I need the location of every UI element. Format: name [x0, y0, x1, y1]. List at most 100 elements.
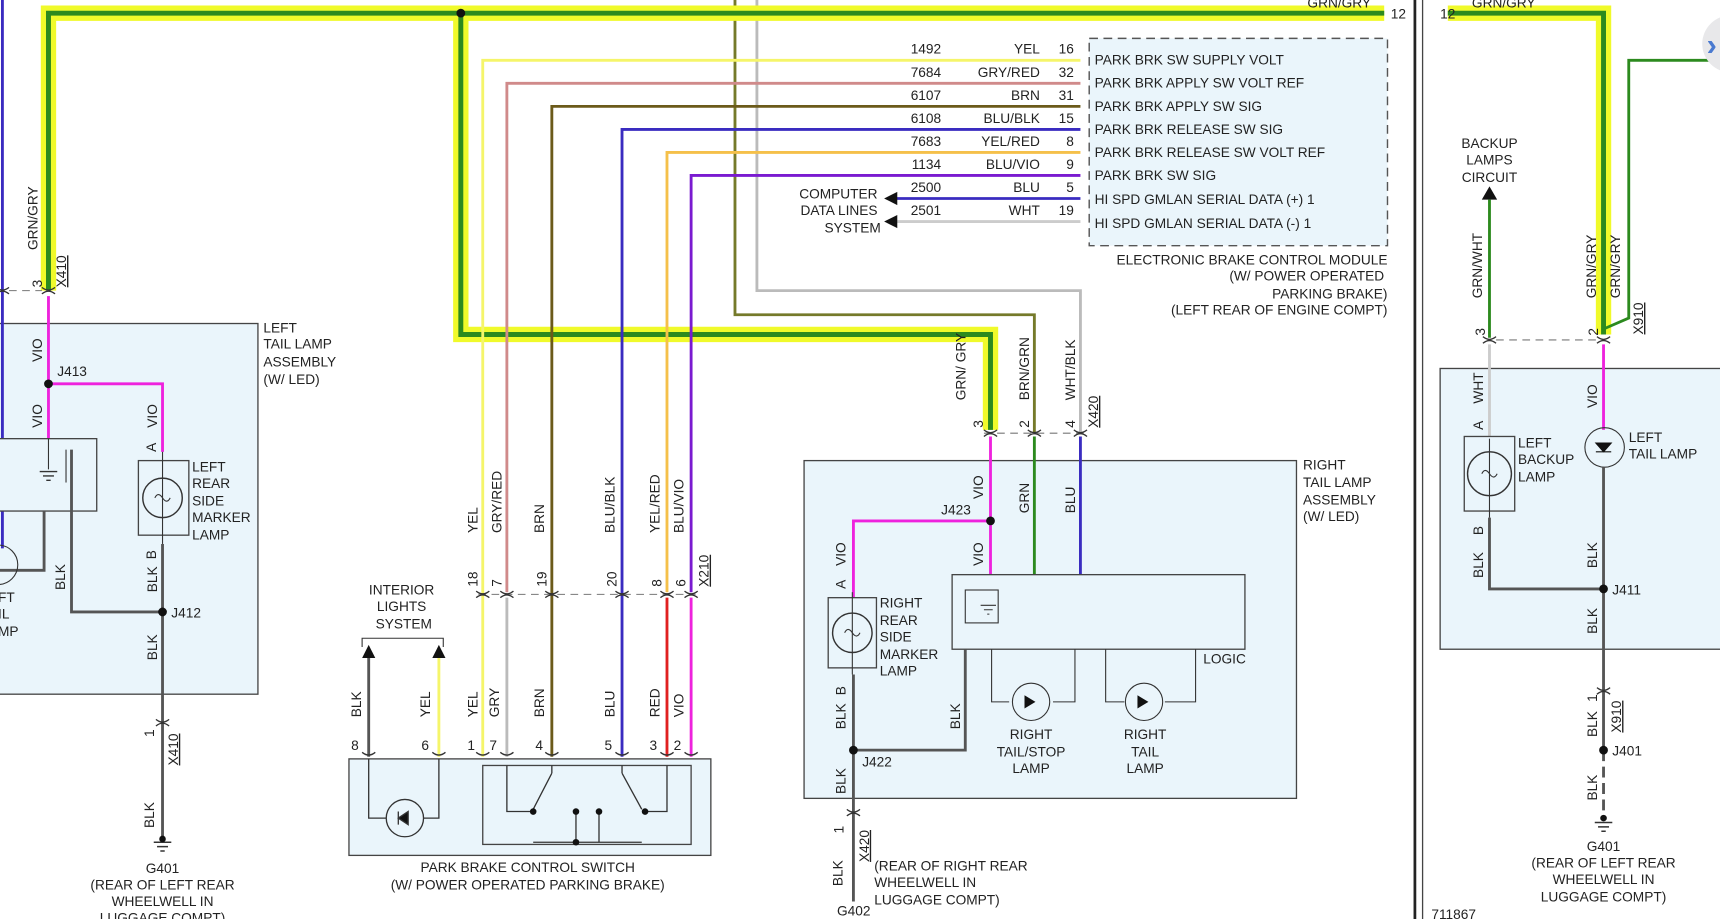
- switch-pin: 2: [674, 738, 682, 753]
- svg-text:2501: 2501: [911, 203, 941, 218]
- left-tail-lamp-circuit-box: [0, 438, 98, 585]
- connector-x410-bottom: [155, 718, 170, 727]
- svg-text:HI SPD GMLAN SERIAL DATA (+) 1: HI SPD GMLAN SERIAL DATA (+) 1: [1095, 192, 1315, 207]
- top-wire-pin: 12: [1391, 7, 1406, 22]
- assembly-label: ASSEMBLY: [263, 354, 336, 369]
- marker-label: LEFT: [192, 460, 226, 475]
- wire-label: BLK: [834, 703, 849, 729]
- x410-top-pin: 3: [30, 279, 45, 287]
- switch-pin: 6: [421, 738, 429, 753]
- splice-j423: [986, 516, 995, 526]
- ground-label: WHEELWELL IN: [874, 875, 976, 890]
- x210-pin: 7: [489, 579, 504, 587]
- contact-dot: [529, 808, 537, 815]
- wire-label: BLK: [1585, 542, 1600, 568]
- arrow-left-icon: [884, 214, 898, 229]
- tail-lamp-label: RIGHT: [1124, 727, 1167, 742]
- park-brake-switch-box: [348, 758, 712, 857]
- svg-text:9: 9: [1066, 157, 1074, 172]
- ground-dot: [159, 835, 166, 843]
- svg-text:1134: 1134: [912, 157, 942, 172]
- wire-label: GRN/WHT: [1470, 232, 1485, 298]
- wire-gry-red: [505, 81, 1081, 593]
- x910-terminals: [1482, 336, 1611, 344]
- wire-label: BLK: [1585, 775, 1600, 801]
- svg-text:WHT: WHT: [1009, 203, 1041, 218]
- x210-pin: 19: [534, 571, 549, 586]
- partial-lamp-label: FT: [0, 590, 15, 605]
- svg-text:(LEFT REAR OF ENGINE COMPT): (LEFT REAR OF ENGINE COMPT): [1171, 303, 1387, 318]
- assembly-label: ASSEMBLY: [1303, 492, 1376, 507]
- wire-label: BRN/GRN: [1017, 337, 1032, 400]
- svg-text:6107: 6107: [911, 88, 941, 103]
- next-page-button[interactable]: ›: [1702, 15, 1720, 72]
- partial-lamp-label: MP: [0, 624, 19, 639]
- wire-brn-grn: [733, 0, 1036, 434]
- right-top-wire-label: GRN/GRY: [1472, 0, 1536, 11]
- switch-label: PARK BRAKE CONTROL SWITCH: [420, 860, 634, 875]
- marker-label: REAR: [192, 476, 230, 491]
- wire-label: YEL/RED: [647, 474, 662, 533]
- svg-text:PARK BRK RELEASE SW VOLT REF: PARK BRK RELEASE SW VOLT REF: [1095, 145, 1325, 160]
- svg-text:6108: 6108: [911, 111, 942, 126]
- assembly-label: RIGHT: [1303, 457, 1346, 472]
- marker-label: LAMP: [880, 664, 917, 679]
- pin-b: B: [1471, 526, 1486, 535]
- x910-pin: 3: [1473, 328, 1488, 336]
- svg-text:BLU: BLU: [1013, 180, 1040, 195]
- x420-bottom-pin: 1: [832, 826, 847, 834]
- splice-j413: [44, 379, 53, 389]
- j423-label: J423: [941, 502, 971, 517]
- connector-x910-bottom: [1596, 687, 1611, 695]
- switch-internals: [368, 758, 692, 846]
- wire-label: VIO: [834, 542, 849, 566]
- pin-a: A: [144, 442, 159, 452]
- tail-lamp-label: LEFT: [1629, 430, 1663, 445]
- logic-label: LOGIC: [1203, 651, 1246, 666]
- svg-text:BLU/BLK: BLU/BLK: [984, 111, 1040, 126]
- svg-text:PARKING BRAKE): PARKING BRAKE): [1272, 286, 1387, 301]
- connector-x410-top: [0, 286, 56, 295]
- x420-pin: 4: [1063, 420, 1078, 428]
- wire-label: BRN: [532, 688, 547, 717]
- svg-text:PARK BRK RELEASE SW SIG: PARK BRK RELEASE SW SIG: [1095, 122, 1283, 137]
- switch-pin: 4: [535, 738, 543, 753]
- tail-stop-lamp-label: LAMP: [1012, 761, 1049, 776]
- wire-grn-gry-right: [1447, 10, 1607, 335]
- contact-dot: [572, 838, 580, 846]
- interior-lights-label: LIGHTS: [377, 599, 426, 614]
- ground-label: (REAR OF RIGHT REAR: [874, 859, 1027, 874]
- x210-label: X210: [697, 554, 712, 586]
- pin-a: A: [1471, 420, 1486, 430]
- svg-text:YEL/RED: YEL/RED: [981, 134, 1040, 149]
- backup-circuit-label: CIRCUIT: [1462, 170, 1518, 185]
- wire-label: VIO: [30, 338, 45, 362]
- svg-text:16: 16: [1059, 42, 1075, 57]
- j401-label: J401: [1612, 744, 1642, 759]
- x420-pin: 2: [1017, 420, 1032, 428]
- wire-blk-right: [853, 649, 967, 752]
- arrow-left-icon: [884, 191, 898, 206]
- svg-text:2500: 2500: [911, 180, 942, 195]
- wire-label: VIO: [971, 475, 986, 499]
- svg-text:BRN: BRN: [1011, 88, 1040, 103]
- j413-label: J413: [57, 364, 87, 379]
- x410-bottom-label: X410: [166, 733, 181, 765]
- svg-text:1492: 1492: [911, 42, 941, 57]
- wire-label: WHT: [1471, 372, 1486, 404]
- wire-blk-backup: [1488, 517, 1604, 591]
- left-backup-lamp: [1463, 435, 1516, 518]
- x410-bottom-pin: 1: [142, 729, 157, 737]
- wire-blk-left: [70, 449, 164, 614]
- svg-text:32: 32: [1059, 65, 1074, 80]
- splice-j401: [1599, 745, 1608, 755]
- tail-lamp-label: TAIL LAMP: [1629, 446, 1697, 461]
- ground-icon: [153, 841, 172, 852]
- wire-label: BLU: [602, 691, 617, 718]
- wire-yel-red: [665, 151, 1081, 593]
